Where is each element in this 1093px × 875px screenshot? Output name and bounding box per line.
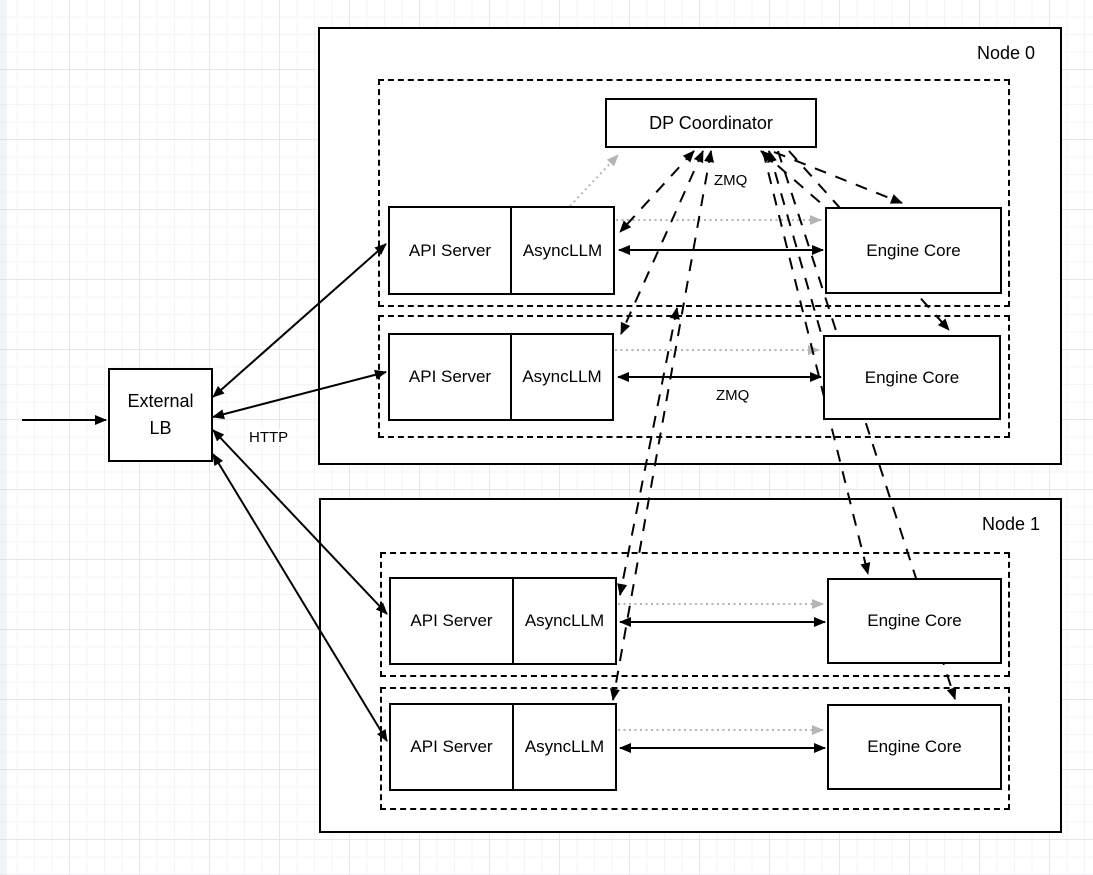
- engine-core-box-n1r1: Engine Core: [827, 704, 1002, 790]
- api-server-box: API Server: [391, 579, 514, 663]
- api-async-box-n0r0: API Server AsyncLLM: [388, 206, 615, 295]
- api-server-box: API Server: [390, 208, 512, 293]
- api-server-label: API Server: [408, 367, 492, 386]
- asyncllm-label: AsyncLLM: [524, 737, 605, 756]
- engine-core-label: Engine Core: [866, 240, 961, 260]
- api-server-box: API Server: [391, 705, 514, 789]
- engine-core-label: Engine Core: [867, 737, 962, 756]
- api-async-box-n1r0: API Server AsyncLLM: [389, 577, 617, 665]
- asyncllm-box: AsyncLLM: [514, 705, 615, 789]
- api-server-box: API Server: [390, 335, 512, 419]
- node1-label: Node 1: [982, 514, 1041, 534]
- asyncllm-label: AsyncLLM: [522, 240, 603, 260]
- engine-core-box-n0r1: Engine Core: [823, 335, 1001, 420]
- api-async-box-n1r1: API Server AsyncLLM: [389, 703, 617, 791]
- canvas-page-edge: [0, 0, 7, 875]
- api-server-label: API Server: [410, 737, 493, 756]
- asyncllm-box: AsyncLLM: [512, 335, 612, 419]
- external-lb-box: External LB: [108, 368, 213, 462]
- asyncllm-box: AsyncLLM: [514, 579, 615, 663]
- zmq-label-coordinator: ZMQ: [712, 172, 750, 189]
- http-label: HTTP: [247, 429, 291, 446]
- api-server-label: API Server: [408, 240, 492, 260]
- asyncllm-label: AsyncLLM: [522, 367, 602, 386]
- asyncllm-label: AsyncLLM: [524, 611, 605, 630]
- api-server-label: API Server: [410, 611, 493, 630]
- asyncllm-box: AsyncLLM: [512, 208, 613, 293]
- engine-core-label: Engine Core: [867, 611, 962, 630]
- dp-coordinator-box: DP Coordinator: [605, 98, 817, 148]
- dp-coordinator-label: DP Coordinator: [649, 112, 773, 133]
- node0-label: Node 0: [977, 43, 1036, 63]
- zmq-label-row: ZMQ: [714, 387, 752, 404]
- external-lb-label: External LB: [127, 391, 194, 438]
- engine-core-box-n0r0: Engine Core: [825, 207, 1002, 294]
- api-async-box-n0r1: API Server AsyncLLM: [388, 333, 614, 421]
- engine-core-box-n1r0: Engine Core: [827, 578, 1002, 664]
- engine-core-label: Engine Core: [864, 367, 960, 387]
